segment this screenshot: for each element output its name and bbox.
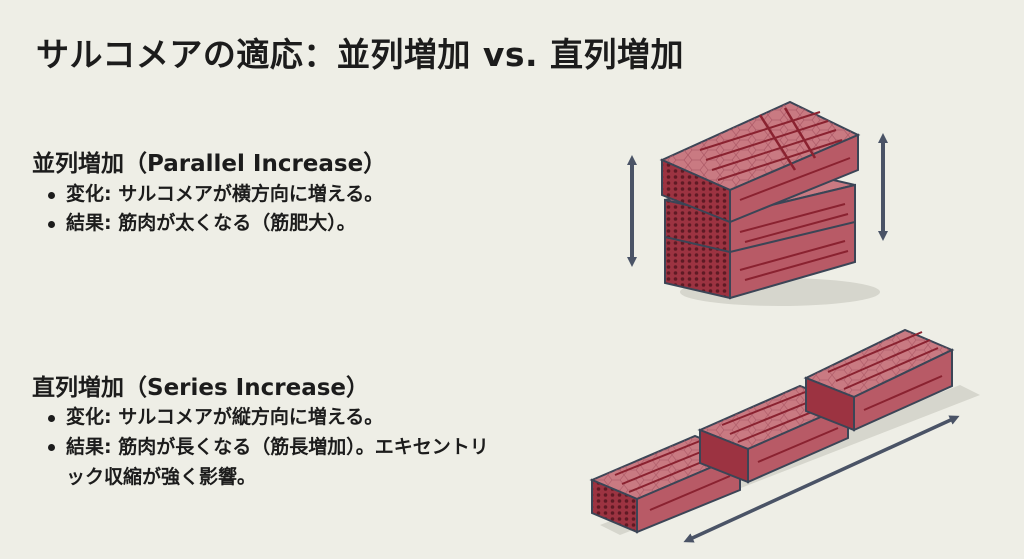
parallel-change-bullet: 変化: サルコメアが横方向に増える。 [42,180,462,209]
parallel-muscle-stack [659,100,880,306]
double-arrow-diagonal-icon [683,415,960,543]
series-block-3 [803,328,955,432]
parallel-bullet-list: 変化: サルコメアが横方向に増える。 結果: 筋肉が太くなる（筋肥大）。 [42,180,462,238]
parallel-block-top [659,100,861,224]
parallel-heading: 並列増加（Parallel Increase） [32,151,387,177]
series-change-bullet: 変化: サルコメアが縦方向に増える。 [42,403,492,432]
page-title: サルコメアの適応：並列増加 vs. 直列増加 [36,35,685,74]
series-bullet-list: 変化: サルコメアが縦方向に増える。 結果: 筋肉が長くなる（筋長増加）。エキセ… [42,403,492,492]
series-heading: 直列増加（Series Increase） [32,375,370,401]
series-result-bullet: 結果: 筋肉が長くなる（筋長増加）。エキセントリック収縮が強く影響。 [42,432,492,492]
parallel-result-bullet: 結果: 筋肉が太くなる（筋肥大）。 [42,209,462,238]
